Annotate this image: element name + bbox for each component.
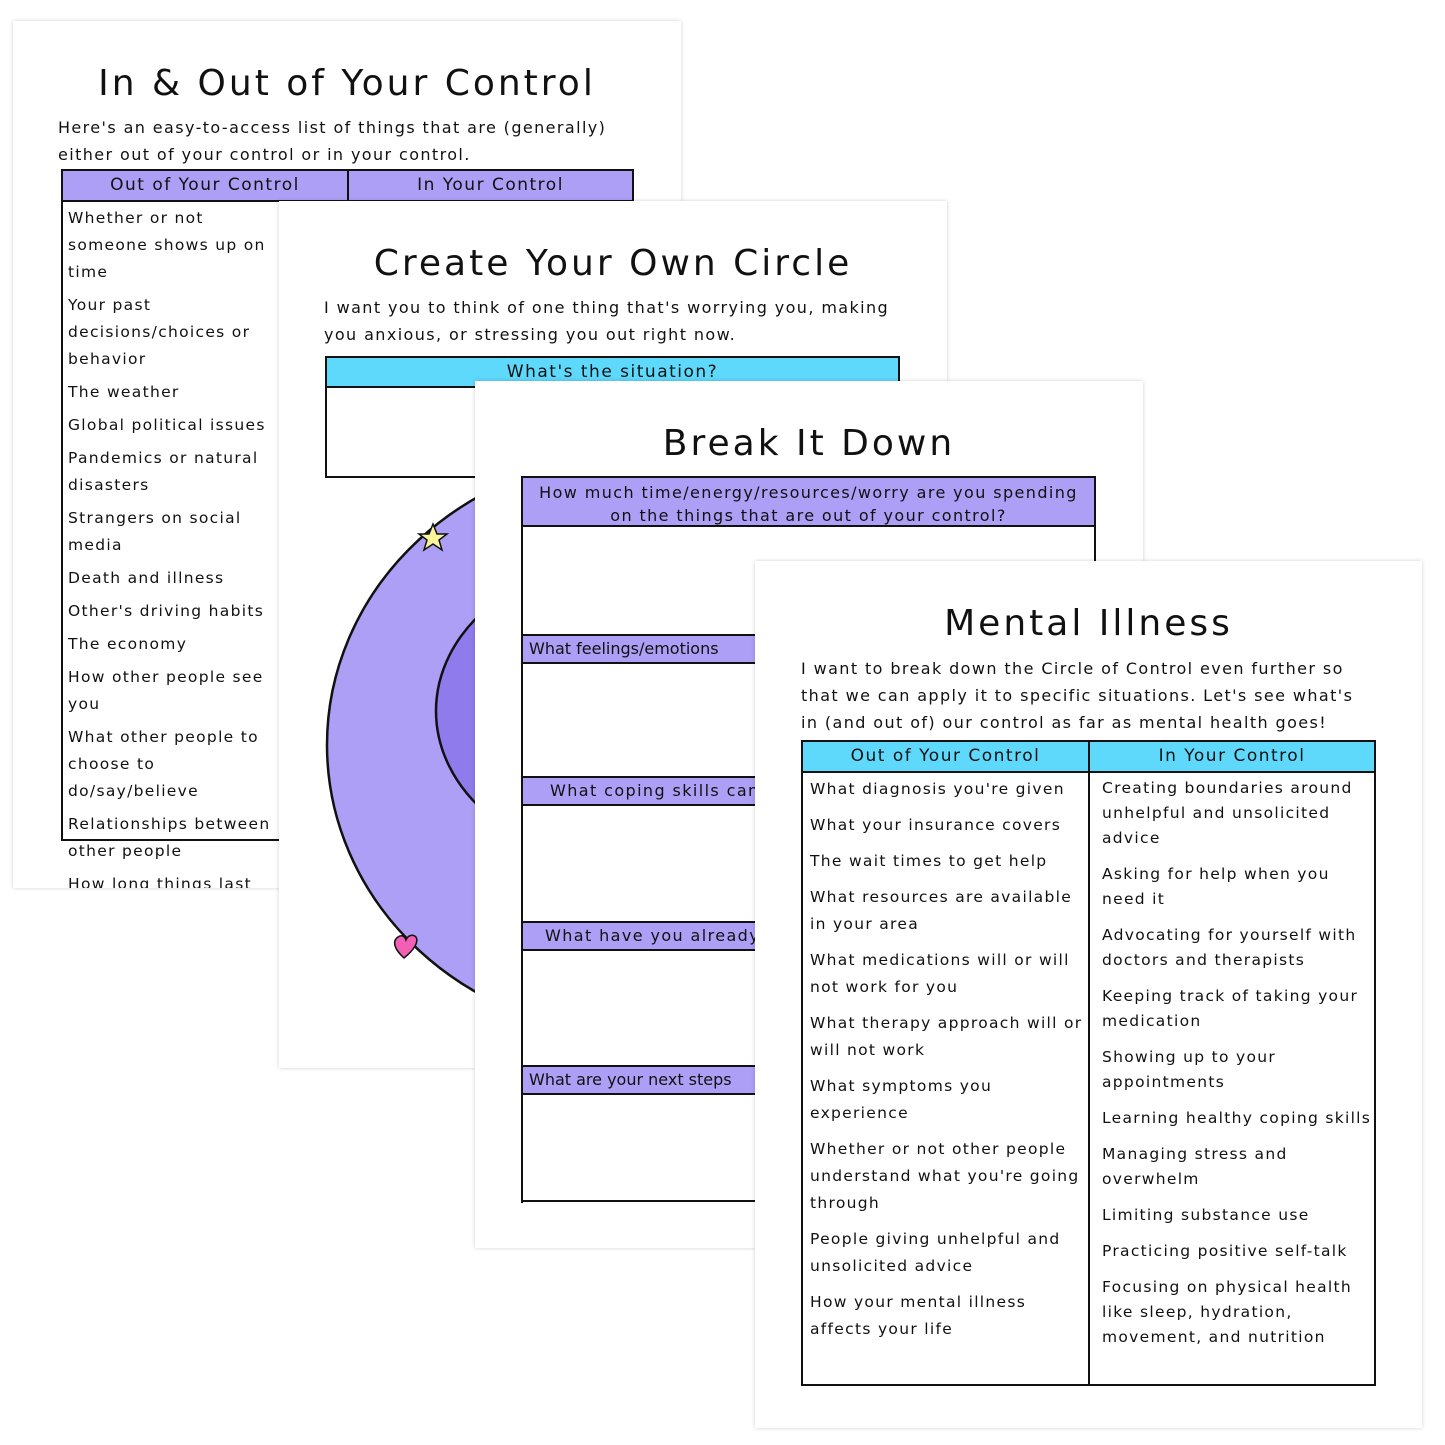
header-out-of-control: Out of Your Control [63,171,349,202]
intro-line: that we can apply it to specific situati… [801,686,1354,705]
list-item: What therapy approach will or will not w… [810,1014,1083,1059]
header-in-control: In Your Control [349,171,632,202]
list-item: Practicing positive self-talk [1102,1242,1348,1260]
control-table: Out of Your Control In Your Control Whet… [61,169,634,888]
intro-line: I want you to think of one thing that's … [324,298,890,317]
intro-line: in (and out of) our control as far as me… [801,713,1328,732]
intro-line: you anxious, or stressing you out right … [324,325,737,344]
list-item: The economy [68,635,188,653]
list-item: Strangers on social media [68,509,242,554]
list-item: What medications will or will not work f… [810,951,1070,996]
list-item: Death and illness [68,569,225,587]
list-item: What symptoms you experience [810,1077,993,1122]
intro-line: I want to break down the Circle of Contr… [801,659,1344,678]
mental-illness-table: Out of Your Control In Your Control What… [801,740,1376,1386]
column-divider [1088,773,1090,1384]
list-item: Managing stress and overwhelm [1102,1145,1288,1188]
section-header-feelings: What feelings/emotions [529,639,719,658]
list-item: People giving unhelpful and unsolicited … [810,1230,1061,1275]
list-item: Asking for help when you need it [1102,865,1330,908]
intro-text: I want you to think of one thing that's … [324,294,889,348]
intro-text: I want to break down the Circle of Contr… [801,655,1353,736]
intro-line: either out of your control or in your co… [58,145,471,164]
star-icon [416,521,450,552]
list-item: How your mental illness affects your lif… [810,1293,1027,1338]
page-title: Mental Illness [944,603,1233,644]
list-item: Whether or not other people understand w… [810,1140,1080,1212]
worksheet-mental-illness: Mental Illness I want to break down the … [755,561,1422,1428]
list-item: Pandemics or natural disasters [68,449,259,494]
section-header-next-steps: What are your next steps [529,1070,732,1089]
list-item: What your insurance covers [810,816,1062,834]
list-item: What other people to choose to do/say/be… [68,728,259,800]
list-item: Learning healthy coping skills [1102,1109,1372,1127]
page-title: Create Your Own Circle [373,243,853,284]
heart-icon [393,934,418,959]
list-item: Limiting substance use [1102,1206,1310,1224]
break-down-table: How much time/energy/resources/worry are… [521,476,1096,1203]
section-header-time-energy: How much time/energy/resources/worry are… [523,476,1094,527]
list-item: Other's driving habits [68,602,265,620]
in-control-list: Creating boundaries around unhelpful and… [1102,776,1374,1361]
page-title: In & Out of Your Control [98,63,596,104]
list-item: Focusing on physical health like sleep, … [1102,1278,1353,1346]
intro-line: Here's an easy-to-access list of things … [58,118,607,137]
list-item: Creating boundaries around unhelpful and… [1102,779,1353,847]
list-item: The wait times to get help [810,852,1048,870]
list-item: Showing up to your appointments [1102,1048,1277,1091]
list-item: Relationships between other people [68,815,271,860]
list-item: How long things last [68,875,252,888]
list-item: Your past decisions/choices or behavior [68,296,251,368]
header-out-of-control: Out of Your Control [803,742,1090,773]
header-in-control: In Your Control [1090,742,1374,773]
list-item: The weather [68,383,180,401]
list-item: Global political issues [68,416,266,434]
list-item: What diagnosis you're given [810,780,1065,798]
list-item: What resources are available in your are… [810,888,1073,933]
list-item: Keeping track of taking your medication [1102,987,1359,1030]
page-title: Break It Down [662,423,956,464]
intro-text: Here's an easy-to-access list of things … [58,114,606,168]
list-item: How other people see you [68,668,264,713]
list-item: Advocating for yourself with doctors and… [1102,926,1357,969]
list-item: Whether or not someone shows up on time [68,209,266,281]
